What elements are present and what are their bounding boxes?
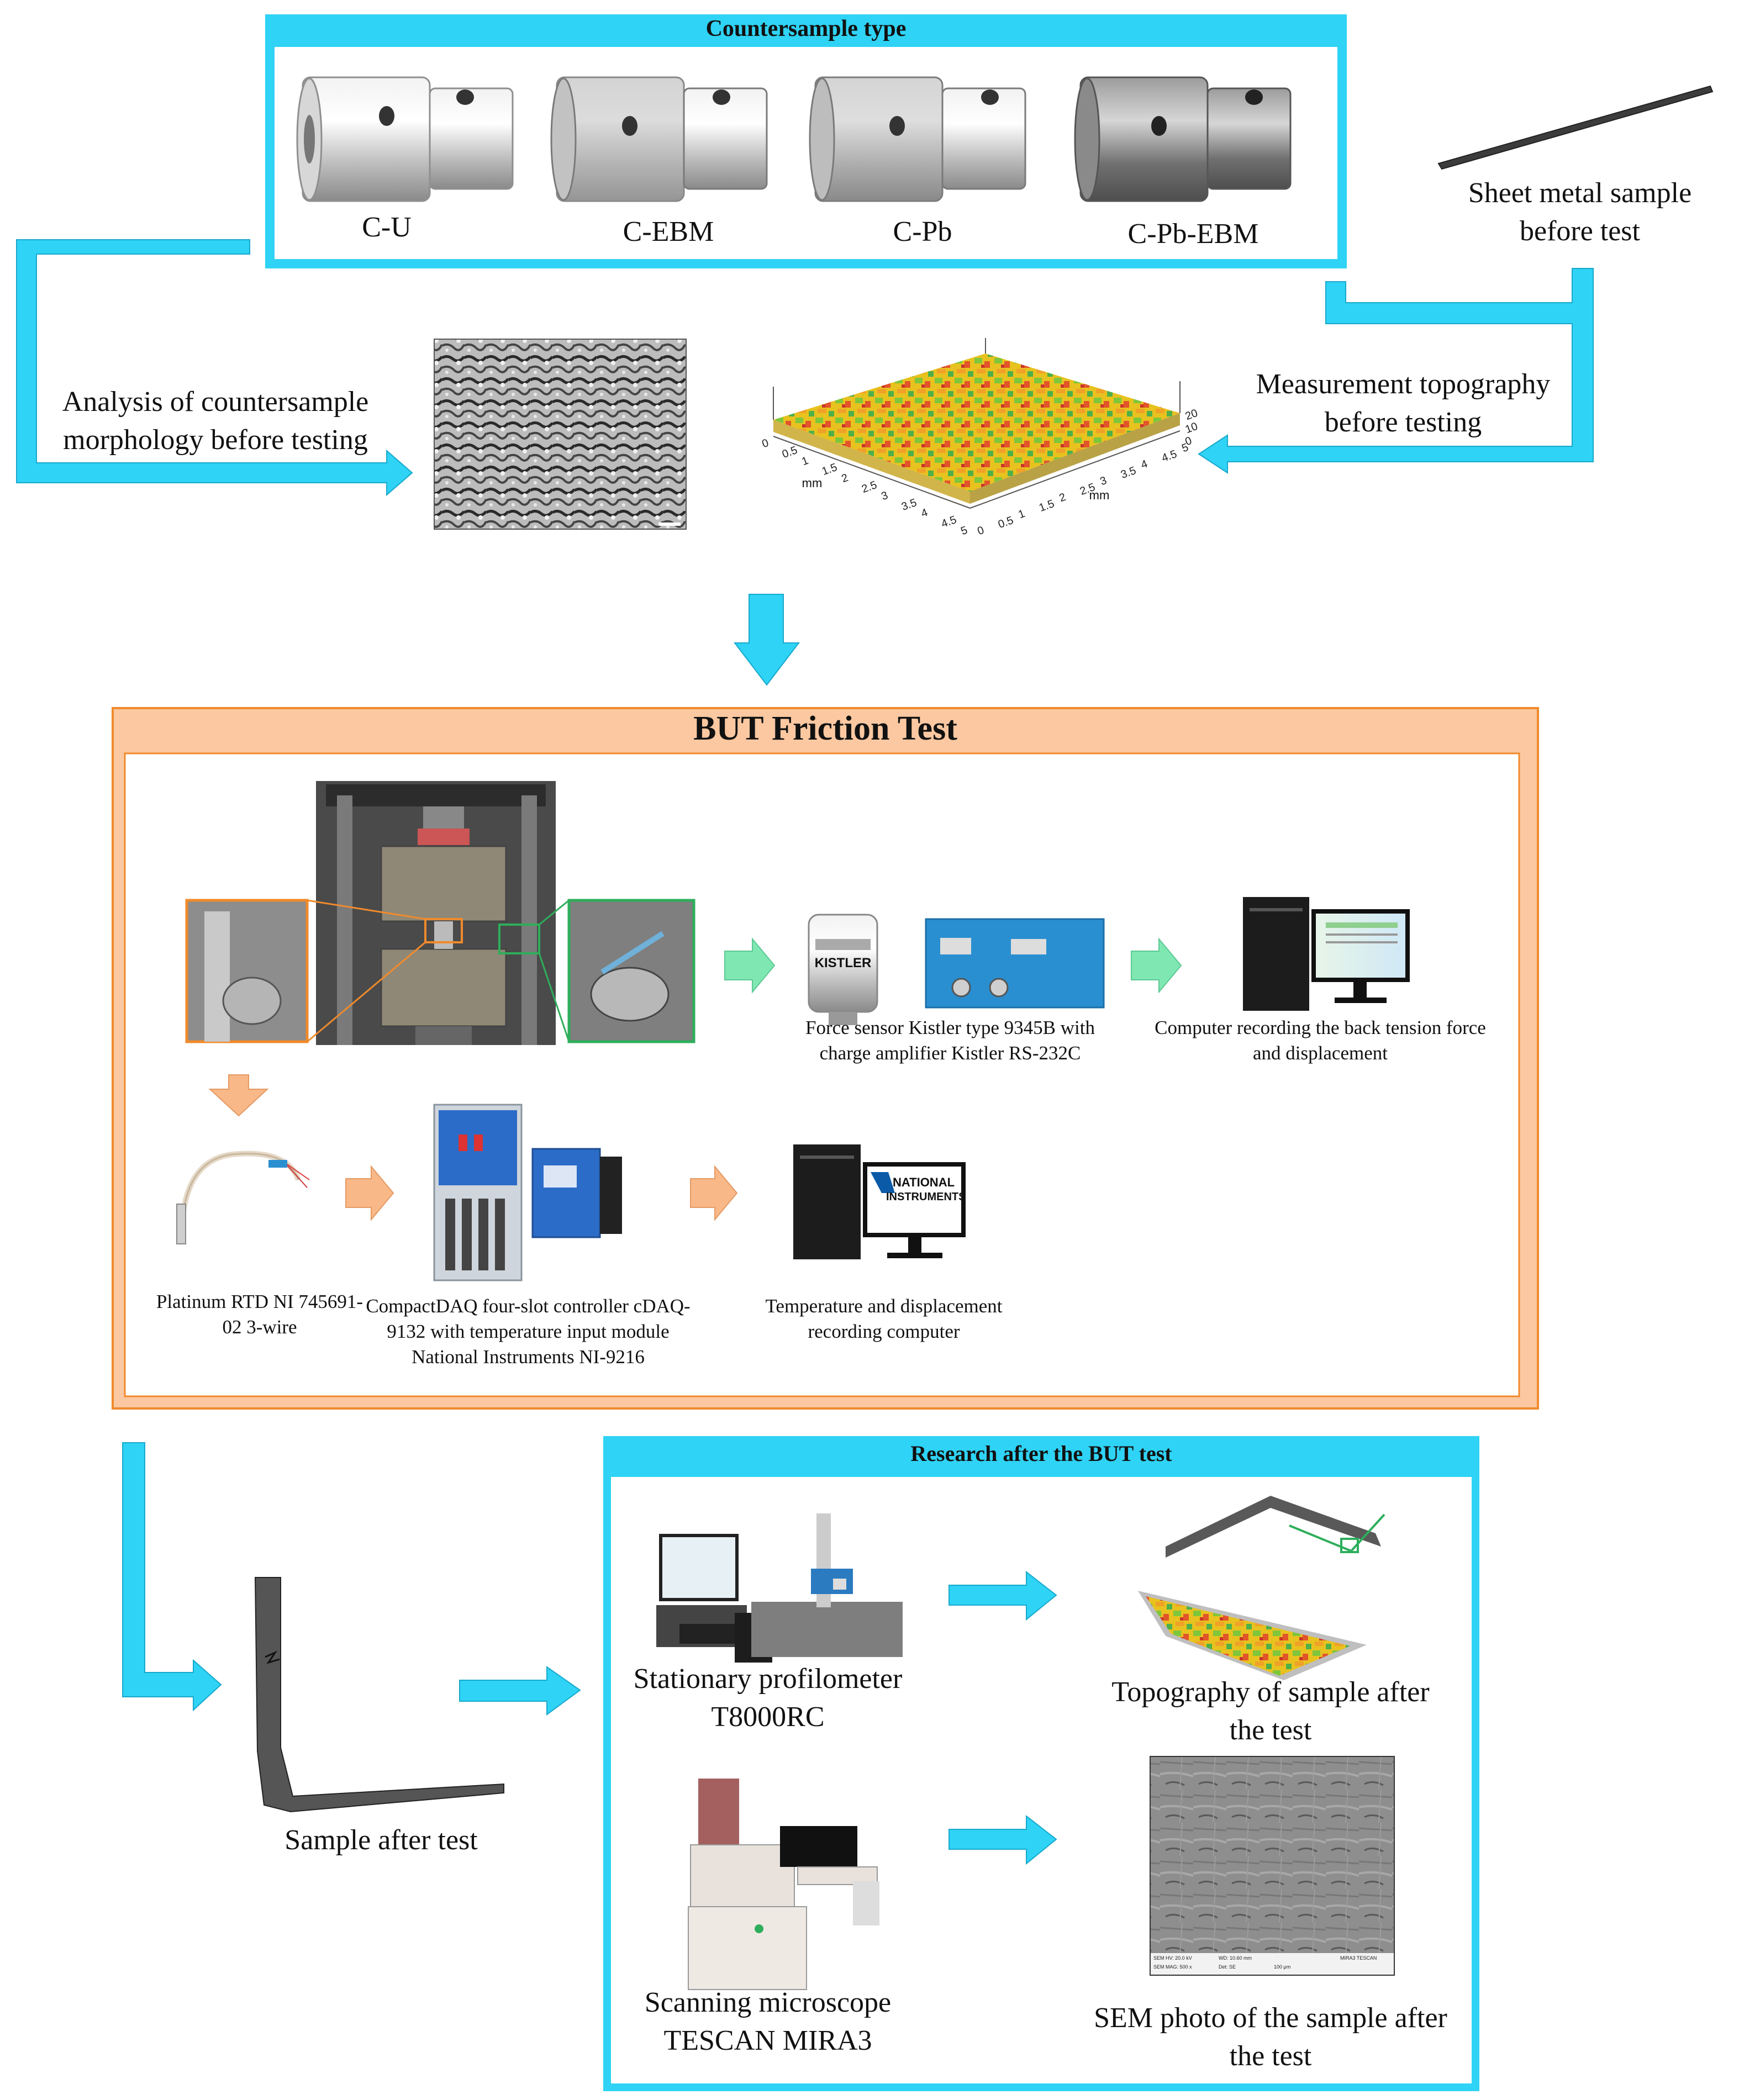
ni-logo-top: NATIONAL [893,1175,955,1189]
sem-footer-wd: WD: 10.60 mm [1219,1955,1252,1961]
temperature-computer-label: Temperature and displacement recording c… [765,1295,1003,1343]
computer-temperature-recording [793,1144,966,1259]
green-arrow-1 [724,937,776,994]
arrow-to-sample-after [122,1442,222,1712]
countersample-c-pb [809,76,1026,202]
topography-before-x-unit: mm [802,476,823,490]
computer-force-recording [1243,897,1410,1011]
topography-before-y-unit: mm [1089,488,1110,502]
force-sensor-label: Force sensor Kistler type 9345B with cha… [805,1017,1095,1064]
ni9216-module [531,1148,622,1238]
research-panel-title: Research after the BUT test [910,1441,1172,1466]
orange-arrow-down [208,1074,269,1117]
sheet-metal-label: Sheet metal sample before test [1468,177,1692,247]
arrow-to-topography-after [948,1570,1057,1621]
kistler-brand-text: KISTLER [814,956,872,970]
morphology-label: Analysis of countersample morphology bef… [62,386,369,456]
countersample-c-ebm [550,76,768,202]
arrow-to-research [459,1666,581,1716]
countersample-label-c-pb-ebm: C-Pb-EBM [1127,218,1259,250]
force-sensor-device [808,914,878,1025]
daq-label: CompactDAQ four-slot controller cDAQ-913… [366,1295,691,1368]
cdaq-controller [433,1104,523,1281]
profilometer-label: Stationary profilometer T8000RC [633,1663,903,1733]
sem-microscope-device [688,1779,879,1990]
countersample-c-pb-ebm [1074,76,1292,202]
topography-after-label: Topography of sample after the test [1111,1676,1430,1746]
rtd-label: Platinum RTD NI 745691-02 3-wire [156,1291,363,1338]
green-arrow-2 [1131,937,1182,994]
test-machine-photo [316,781,556,1045]
sem-footer-scale: 100 μm [1274,1964,1291,1970]
arrow-down-to-but [733,594,800,686]
sample-after-label: Sample after test [284,1824,478,1856]
charge-amplifier-device [925,918,1105,1009]
sem-photo-footer: SEM HV: 20.0 kV WD: 10.60 mm MIRA3 TESCA… [1152,1954,1392,1974]
morphology-image [434,339,686,529]
topography-before-label: Measurement topography before testing [1256,368,1551,438]
profilometer-device [656,1513,903,1663]
countersample-label-c-pb: C-Pb [893,216,952,247]
arrow-to-topography [1198,268,1594,474]
countersample-panel-title: Countersample type [705,16,907,41]
sem-footer-brand: MIRA3 TESCAN [1340,1955,1377,1961]
orange-arrow-right-2 [690,1165,738,1221]
computer-force-label: Computer recording the back tension forc… [1155,1017,1486,1064]
sem-photo-image [1150,1756,1394,1975]
countersample-label-c-ebm: C-EBM [623,216,714,247]
arrow-to-sem-photo [948,1814,1057,1865]
sem-photo-label: SEM photo of the sample after the test [1094,2002,1447,2072]
topography-before-plot [773,338,1181,509]
topography-after-plot [1138,1496,1385,1680]
microscope-label: Scanning microscope TESCAN MIRA3 [644,1987,892,2056]
sem-footer-det: Det: SE [1219,1964,1236,1970]
countersample-label-c-u: C-U [362,212,412,243]
orange-arrow-right-1 [345,1165,394,1221]
sheet-metal-strip [1437,85,1714,170]
rtd-sensor [176,1151,310,1244]
sem-footer-hv: SEM HV: 20.0 kV [1153,1955,1192,1961]
sample-after-test-strip [254,1577,504,1813]
countersample-c-u [296,76,514,202]
arrow-to-morphology [16,239,413,497]
ni-logo-bottom: INSTRUMENTS [886,1191,966,1203]
but-panel-title: BUT Friction Test [693,710,957,747]
sem-footer-mag: SEM MAG: 500 x [1153,1964,1192,1970]
